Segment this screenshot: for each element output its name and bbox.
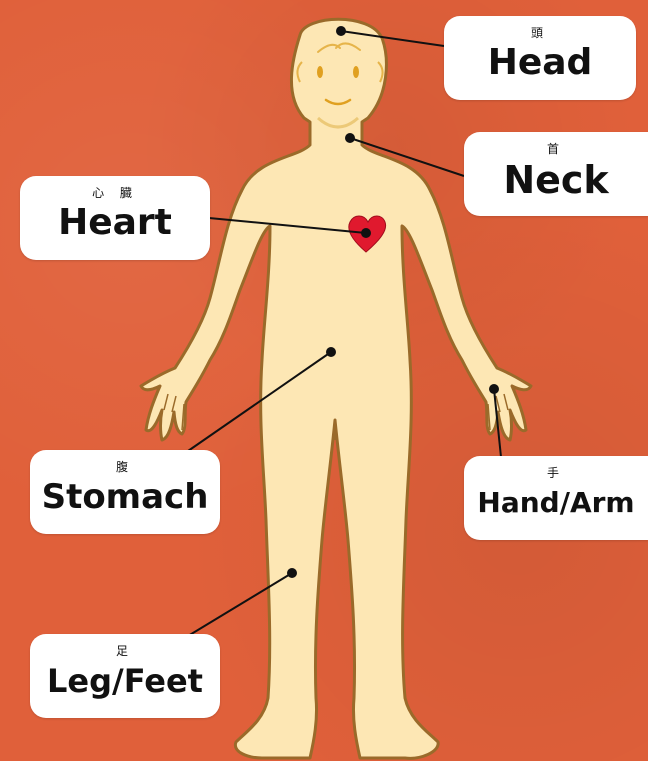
stomach-dot [326, 347, 336, 357]
stomach-label: 腹 Stomach [30, 450, 220, 534]
leg-english: Leg/Feet [30, 658, 220, 704]
heart-label: 心 臓 Heart [20, 176, 210, 260]
head-dot [336, 26, 346, 36]
stomach-english: Stomach [30, 474, 220, 520]
leg-label: 足 Leg/Feet [30, 634, 220, 718]
hand-kanji: 手 [464, 466, 648, 480]
leg-dot [287, 568, 297, 578]
neck-kanji: 首 [464, 142, 648, 156]
right-eye [353, 66, 359, 78]
heart-english: Heart [20, 200, 210, 246]
neck-dot [345, 133, 355, 143]
heart-dot [361, 228, 371, 238]
head-label: 頭 Head [444, 16, 636, 100]
leg-kanji: 足 [30, 644, 220, 658]
head-kanji: 頭 [444, 26, 636, 40]
left-eye [317, 66, 323, 78]
hand-english: Hand/Arm [464, 480, 648, 526]
heart-kanji: 心 臓 [20, 186, 210, 200]
stomach-kanji: 腹 [30, 460, 220, 474]
neck-label: 首 Neck [464, 132, 648, 216]
hand-label: 手 Hand/Arm [464, 456, 648, 540]
head-english: Head [444, 40, 636, 86]
neck-english: Neck [464, 156, 648, 204]
hand-dot [489, 384, 499, 394]
